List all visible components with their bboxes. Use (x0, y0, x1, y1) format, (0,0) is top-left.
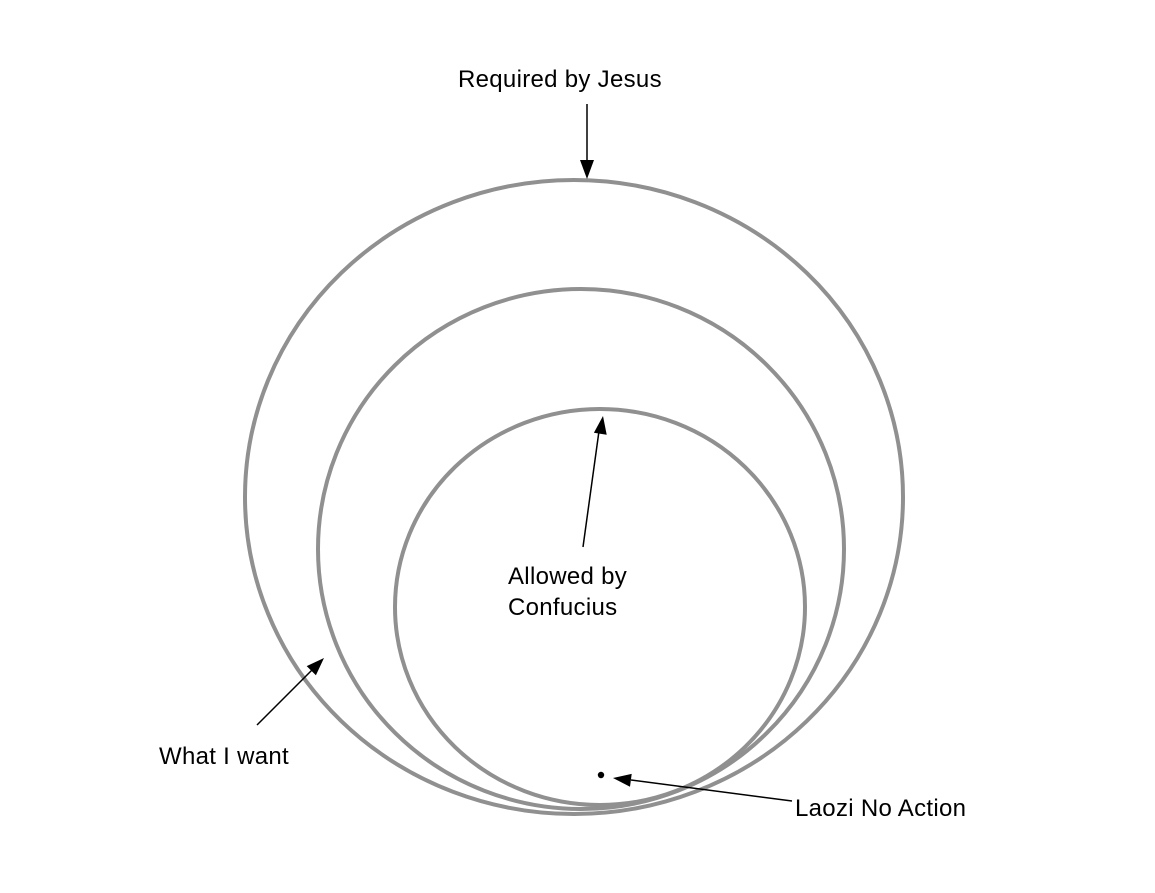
laozi-no-action-dot (597, 771, 605, 779)
label-what-i-want: What I want (159, 743, 290, 770)
arrow-to-middle-circle-icon (256, 658, 324, 726)
arrow-to-outer-circle-icon (580, 104, 594, 179)
arrow-to-center-point-icon (613, 773, 793, 802)
label-required-by-jesus: Required by Jesus (458, 66, 662, 93)
arrow-to-inner-circle-icon (582, 416, 607, 548)
outer-circle-required-by-jesus (243, 178, 905, 816)
middle-circle-what-i-want (316, 287, 846, 811)
label-allowed-by-confucius: Allowed by Confucius (508, 563, 628, 621)
inner-circle-allowed-by-confucius (393, 407, 807, 807)
label-laozi-no-action: Laozi No Action (795, 795, 967, 822)
